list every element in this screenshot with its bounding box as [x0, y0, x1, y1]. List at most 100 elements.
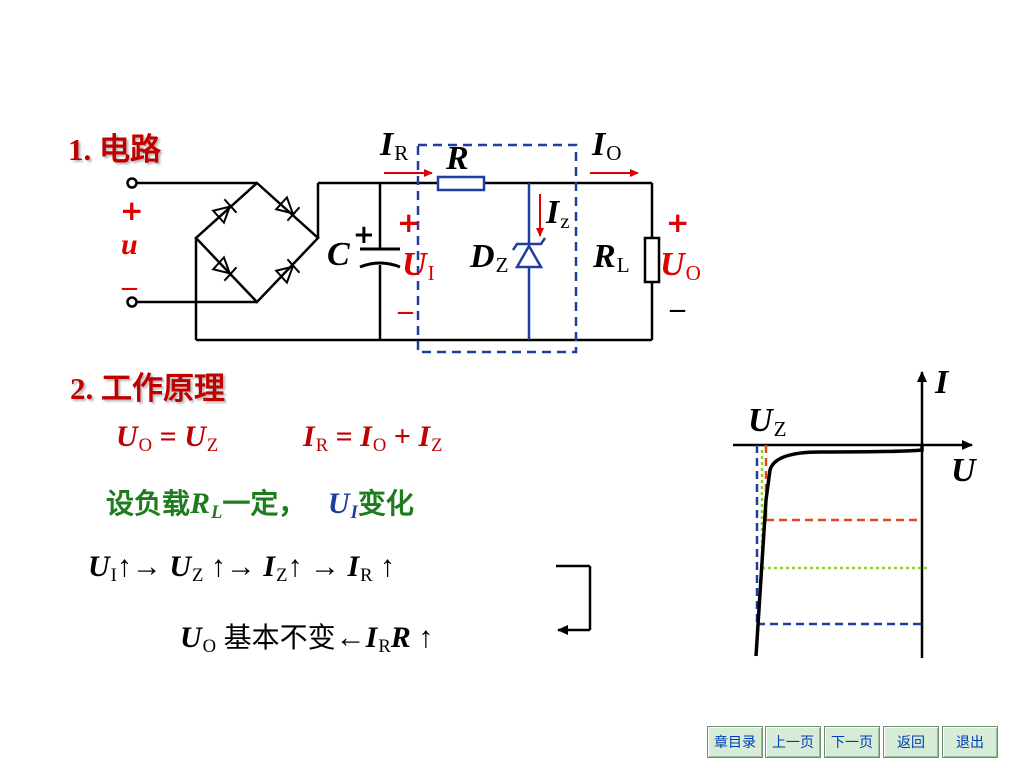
chain-line-1: UI↑→ UZ ↑→ IZ↑ → IR ↑: [88, 550, 396, 586]
chain-r: R: [390, 621, 411, 654]
chain-arrow-3: ↑ →: [287, 550, 340, 583]
chain-ir-2: I: [365, 621, 378, 654]
chain-ir-sub: R: [360, 564, 373, 586]
eq2-op: =: [335, 420, 353, 453]
assumption-prefix: 设负载: [106, 487, 191, 520]
eq2-a-sub: O: [372, 434, 387, 456]
rl-main: R: [593, 238, 616, 275]
section-2-title: 工作原理: [101, 371, 225, 407]
return-button[interactable]: 返回: [883, 726, 939, 758]
next-page-button[interactable]: 下一页: [824, 726, 880, 758]
ui-minus-sign: –: [398, 294, 413, 327]
eq2-b: I: [418, 420, 431, 453]
iz-sub: z: [560, 209, 570, 234]
bridge-diodes: [211, 195, 301, 285]
chain-ui: U: [88, 550, 110, 583]
capacitor-label: C: [327, 236, 350, 273]
assumption-mid: 一定，: [222, 487, 307, 520]
rl-label: RL: [593, 238, 630, 278]
exit-button[interactable]: 退出: [942, 726, 998, 758]
graph-uz-sub: Z: [773, 417, 787, 442]
uo-sub: O: [685, 261, 701, 286]
eq1-lhs: U: [116, 420, 138, 453]
chain-ui-sub: I: [110, 564, 117, 586]
ui-plus-sign: +: [397, 206, 421, 239]
chapter-contents-button[interactable]: 章目录: [707, 726, 763, 758]
ui-sub: I: [427, 261, 435, 286]
chain-uo-sub: O: [202, 635, 217, 657]
capacitor-plus: +: [353, 220, 375, 250]
ir-label: IR: [380, 126, 409, 166]
ir-main: I: [380, 126, 394, 163]
uo-plus-sign: +: [666, 206, 690, 239]
rl-sub: L: [616, 253, 630, 278]
section-2-heading: 2. 工作原理: [70, 363, 225, 408]
chain-ir: I: [347, 550, 360, 583]
chain-uz-sub: Z: [192, 564, 204, 586]
zener-diode: [511, 183, 547, 340]
chain-line-2: UO 基本不变←IRR ↑: [180, 616, 434, 657]
graph-uz-label: UZ: [748, 402, 787, 442]
chain-arrow-4: ↑: [380, 550, 396, 583]
io-label: IO: [592, 126, 622, 166]
ir-sub: R: [394, 141, 409, 166]
assumption-line: 设负载RL一定， UI变化: [106, 482, 414, 523]
chain-left-arrow: ←: [335, 621, 366, 654]
iz-label: Iz: [546, 194, 570, 234]
uo-minus-sign: –: [670, 292, 685, 325]
eq1-op: =: [159, 420, 177, 453]
zener-iv-graph: [733, 371, 973, 658]
section-1-title: 电路: [99, 132, 161, 168]
io-sub: O: [606, 141, 622, 166]
uo-main: U: [660, 246, 685, 283]
equation-ir-io-iz: IR = IO + IZ: [303, 420, 443, 456]
feedback-bracket: [556, 564, 592, 635]
equation-uo-uz: UO = UZ: [116, 420, 219, 456]
assumption-u-sub: I: [350, 501, 358, 523]
input-minus-sign: –: [122, 270, 137, 303]
chain-uo: U: [180, 621, 202, 654]
input-terminal-top: [126, 177, 138, 189]
chain-arrow-1: ↑→: [116, 550, 162, 583]
assumption-u: U: [327, 487, 350, 520]
section-1-heading: 1. 电路: [68, 124, 161, 169]
chain-unchanged-text: 基本不变: [223, 621, 336, 654]
eq2-b-sub: Z: [431, 434, 443, 456]
chain-arrow-5: ↑: [418, 621, 434, 654]
eq1-rhs: U: [184, 420, 206, 453]
assumption-r: R: [190, 487, 211, 520]
uo-label: UO: [660, 246, 701, 286]
io-main: I: [592, 126, 606, 163]
iz-main: I: [546, 194, 560, 231]
chain-uz: U: [169, 550, 192, 583]
input-plus-sign: +: [120, 194, 144, 227]
chain-iz-sub: Z: [276, 564, 288, 586]
eq2-a: I: [360, 420, 372, 453]
eq2-lhs: I: [303, 420, 315, 453]
dz-label: DZ: [470, 238, 509, 278]
ui-label: UI: [402, 246, 435, 286]
dz-main: D: [470, 238, 495, 275]
eq2-plus: +: [393, 420, 411, 453]
resistor-label: R: [446, 140, 469, 177]
section-2-number: 2.: [70, 371, 94, 406]
eq2-lhs-sub: R: [315, 434, 329, 456]
chain-arrow-2: ↑→: [210, 550, 256, 583]
eq1-lhs-sub: O: [138, 434, 153, 456]
assumption-r-sub: L: [211, 501, 223, 523]
assumption-suffix: 变化: [357, 487, 414, 520]
input-voltage-u: u: [121, 228, 138, 261]
chain-iz: I: [263, 550, 276, 583]
graph-uz-main: U: [748, 402, 773, 439]
eq1-rhs-sub: Z: [206, 434, 219, 456]
resistor-r: [436, 175, 486, 192]
chain-ir-2-sub: R: [378, 635, 391, 657]
ui-main: U: [402, 246, 427, 283]
dz-sub: Z: [495, 253, 509, 278]
circuit-wires: [136, 181, 661, 342]
regulator-dashed-box: [416, 143, 578, 354]
graph-u-axis-label: U: [951, 452, 976, 489]
section-1-number: 1.: [68, 132, 92, 167]
previous-page-button[interactable]: 上一页: [765, 726, 821, 758]
